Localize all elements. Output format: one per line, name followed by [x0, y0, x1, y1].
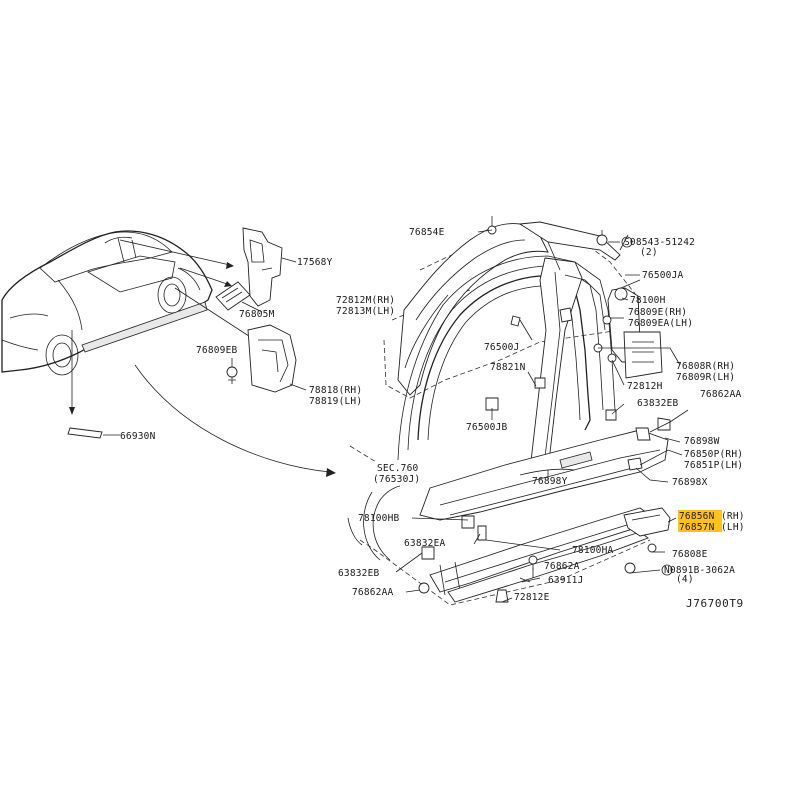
label-78100HA: 78100HA — [572, 545, 614, 556]
label-76862A: 76862A — [544, 561, 580, 572]
label-0891B-3062A: N0891B-3062A — [664, 565, 735, 576]
label-63832EB-top: 63832EB — [637, 398, 679, 409]
label-08543-51242: S08543-51242 — [624, 237, 695, 248]
body-side-assembly — [347, 216, 689, 606]
label-76809R-LH: 76809R(LH) — [676, 372, 735, 383]
label-72812E: 72812E — [514, 592, 550, 603]
label-76857N-side: (LH) — [721, 522, 745, 533]
label-76500JB: 76500JB — [466, 422, 508, 433]
label-08543-qty: (2) — [640, 247, 658, 258]
label-76809EA-LH: 76809EA(LH) — [628, 318, 693, 329]
label-76898X: 76898X — [672, 477, 708, 488]
label-76856N-code: 76856N — [679, 511, 715, 522]
label-76808E: 76808E — [672, 549, 708, 560]
label-76854E: 76854E — [409, 227, 445, 238]
label-63832EB-bottom: 63832EB — [338, 568, 380, 579]
highlight-76857N — [678, 521, 722, 532]
label-72813M-LH: 72813M(LH) — [336, 306, 395, 317]
label-63832EA: 63832EA — [404, 538, 446, 549]
label-72812H: 72812H — [627, 381, 663, 392]
label-76500J: 76500J — [484, 342, 520, 353]
label-76856N-side: (RH) — [721, 511, 745, 522]
part-78818-icon — [247, 324, 307, 393]
label-76862AA-bottom: 76862AA — [352, 587, 394, 598]
label-63911J: 63911J — [548, 575, 584, 586]
label-76808R-RH: 76808R(RH) — [676, 361, 735, 372]
label-17568Y: 17568Y — [297, 257, 333, 268]
part-17568Y-icon — [242, 227, 297, 307]
part-labels: 66930N 17568Y 76805M 76809EB 78818(RH) 7… — [120, 227, 745, 610]
part-66930N-icon — [67, 427, 120, 439]
label-sec760: SEC.760 — [377, 463, 419, 474]
label-76805M: 76805M — [239, 309, 275, 320]
label-76500JA: 76500JA — [642, 270, 684, 281]
label-78818RH: 78818(RH) — [309, 385, 362, 396]
label-76850P-RH: 76850P(RH) — [684, 449, 743, 460]
diagram-code: J76700T9 — [686, 597, 744, 610]
label-78100H: 78100H — [630, 295, 666, 306]
label-76809EB: 76809EB — [196, 345, 238, 356]
label-66930N: 66930N — [120, 431, 156, 442]
clip-76809EB-icon — [226, 358, 238, 384]
highlight-76856N — [678, 510, 722, 521]
label-76862AA-top: 76862AA — [700, 389, 742, 400]
label-76809E-RH: 76809E(RH) — [628, 307, 687, 318]
label-76851P-LH: 76851P(LH) — [684, 460, 743, 471]
label-0891B-qty: (4) — [676, 574, 694, 585]
label-78821N: 78821N — [490, 362, 526, 373]
label-72812M-RH: 72812M(RH) — [336, 295, 395, 306]
label-76898W: 76898W — [684, 436, 720, 447]
label-78819LH: 78819(LH) — [309, 396, 362, 407]
label-78100HB: 78100HB — [358, 513, 400, 524]
label-76857N-code: 76857N — [679, 522, 715, 533]
part-76805M-icon — [215, 281, 263, 313]
label-sec760-sub: (76530J) — [373, 474, 420, 485]
label-76898Y: 76898Y — [532, 476, 568, 487]
